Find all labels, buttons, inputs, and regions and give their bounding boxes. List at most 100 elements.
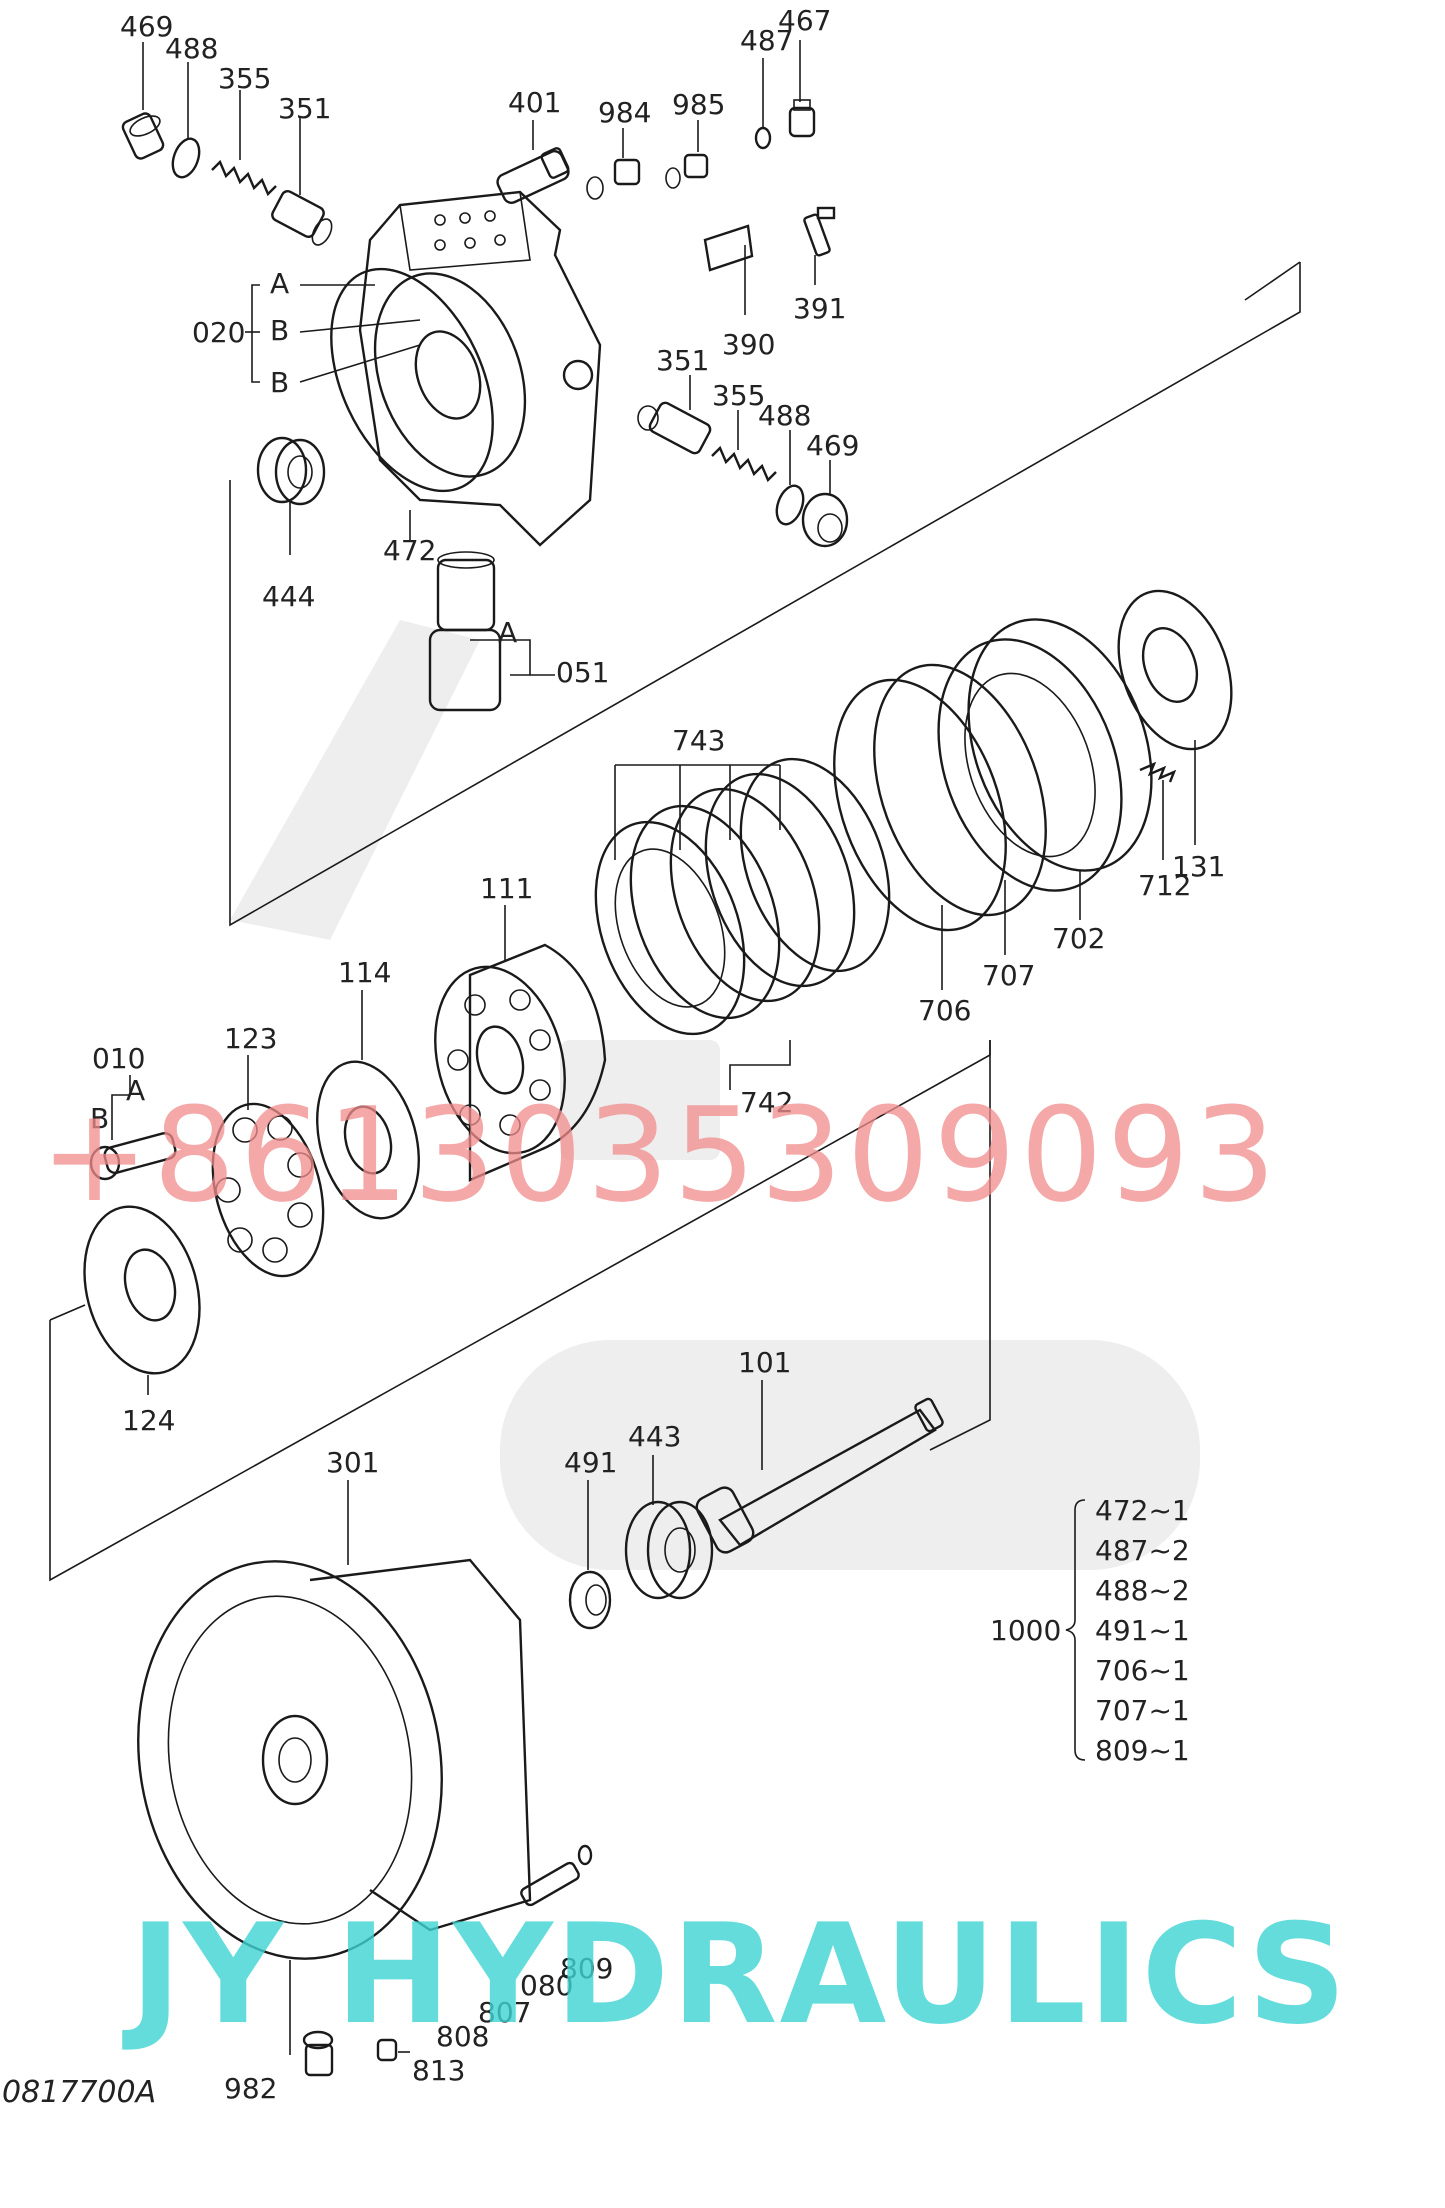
label-743: 743 xyxy=(672,724,725,757)
label-A-051: A xyxy=(498,616,517,649)
label-707: 707 xyxy=(982,959,1035,992)
part-443-bearing xyxy=(624,1500,714,1600)
kit-item: 706~1 xyxy=(1095,1654,1190,1687)
part-985-plug xyxy=(665,153,709,189)
label-982: 982 xyxy=(224,2072,277,2105)
label-391: 391 xyxy=(793,292,846,325)
phone-watermark: +8613035309093 xyxy=(40,1079,1281,1231)
part-351-spool-top xyxy=(271,189,333,246)
label-051: 051 xyxy=(556,656,609,689)
part-472-oring-large xyxy=(330,267,494,493)
label-101: 101 xyxy=(738,1346,791,1379)
label-123: 123 xyxy=(224,1022,277,1055)
label-472: 472 xyxy=(383,534,436,567)
label-702: 702 xyxy=(1052,922,1105,955)
part-355-spring-top xyxy=(211,159,277,197)
label-469-top: 469 xyxy=(120,10,173,43)
part-982-plug xyxy=(302,2030,334,2077)
part-707-oring xyxy=(873,663,1047,917)
label-808: 808 xyxy=(436,2020,489,2053)
label-124: 124 xyxy=(122,1404,175,1437)
kit-item: 472~1 xyxy=(1095,1494,1190,1527)
label-487: 487 xyxy=(740,24,793,57)
part-051-spool-valve xyxy=(428,551,502,712)
label-742: 742 xyxy=(740,1086,793,1119)
label-491: 491 xyxy=(564,1446,617,1479)
part-101-shaft xyxy=(695,1397,944,1554)
label-443: 443 xyxy=(628,1420,681,1453)
part-469-plug-mid xyxy=(801,492,849,548)
label-488-mid: 488 xyxy=(758,399,811,432)
part-467-plug xyxy=(788,99,816,138)
kit-item: 487~2 xyxy=(1095,1534,1190,1567)
part-080-valve xyxy=(520,1861,580,1907)
label-B2-020: B xyxy=(270,366,289,399)
part-984-plug xyxy=(586,158,641,200)
label-010: 010 xyxy=(92,1042,145,1075)
label-A-010: A xyxy=(126,1074,145,1107)
part-813-plug xyxy=(376,2038,398,2062)
kit-item: 488~2 xyxy=(1095,1574,1190,1607)
part-111-cylinder-block xyxy=(434,943,607,1182)
label-809-side: 809 xyxy=(560,1952,613,1985)
label-985: 985 xyxy=(672,88,725,121)
kit-item: 491~1 xyxy=(1095,1614,1190,1647)
label-706: 706 xyxy=(918,994,971,1027)
label-080: 080 xyxy=(520,1969,573,2002)
part-469-plug-top xyxy=(121,112,165,160)
label-444: 444 xyxy=(262,580,315,613)
part-444-bearing xyxy=(256,436,326,506)
label-390: 390 xyxy=(722,328,775,361)
part-301-housing xyxy=(137,1558,532,1960)
part-131-valve-plate xyxy=(1117,589,1233,751)
label-301: 301 xyxy=(326,1446,379,1479)
label-131: 131 xyxy=(1172,850,1225,883)
label-813: 813 xyxy=(412,2054,465,2087)
part-488-oring-mid xyxy=(775,484,805,526)
part-702-brake-piston xyxy=(937,618,1153,892)
part-488-oring-top xyxy=(171,137,201,179)
part-351-spool-mid xyxy=(637,401,712,455)
part-809-oring xyxy=(577,1844,593,1866)
label-984: 984 xyxy=(598,96,651,129)
part-491-seal xyxy=(568,1570,612,1630)
kit-item: 707~1 xyxy=(1095,1694,1190,1727)
label-B-010: B xyxy=(90,1102,109,1135)
leader-lines xyxy=(111,40,1196,2055)
part-labels: 469 488 355 351 401 984 985 487 467 020 … xyxy=(90,4,1225,2105)
part-712-spring xyxy=(1139,761,1177,783)
part-401-relief-valve xyxy=(496,147,570,204)
part-390-nameplate xyxy=(703,224,754,272)
label-401: 401 xyxy=(508,86,561,119)
label-807: 807 xyxy=(478,1996,531,2029)
frame-lines xyxy=(49,261,1301,1582)
part-114-retainer-plate xyxy=(316,1060,420,1220)
background-logo xyxy=(230,620,1200,1570)
label-469-mid: 469 xyxy=(806,429,859,462)
label-488-top: 488 xyxy=(165,32,218,65)
part-355-spring-mid xyxy=(711,445,777,483)
brand-watermark: JY HYDRAULICS xyxy=(130,1894,1349,2055)
label-351-top: 351 xyxy=(278,92,331,125)
kit-item: 809~1 xyxy=(1095,1734,1190,1767)
label-A-020: A xyxy=(270,267,289,300)
part-487-oring xyxy=(754,126,772,150)
label-1000: 1000 xyxy=(990,1614,1061,1647)
part-743-742-friction-plates xyxy=(594,757,891,1036)
label-712: 712 xyxy=(1138,869,1191,902)
label-355-mid: 355 xyxy=(712,379,765,412)
label-351-mid: 351 xyxy=(656,344,709,377)
drawing-code: 0817700A xyxy=(2,2075,157,2110)
label-111: 111 xyxy=(480,872,533,905)
label-114: 114 xyxy=(338,956,391,989)
label-020: 020 xyxy=(192,316,245,349)
part-020-valve-casing xyxy=(358,190,602,547)
label-B1-020: B xyxy=(270,314,289,347)
part-123-shoe-plate xyxy=(211,1102,325,1278)
part-706-oring xyxy=(833,678,1007,932)
kit-1000-list: 472~1 487~2 488~2 491~1 706~1 707~1 809~… xyxy=(1095,1494,1190,1767)
label-355-top: 355 xyxy=(218,62,271,95)
part-391-screw xyxy=(803,206,836,257)
part-010-piston xyxy=(89,1131,177,1181)
